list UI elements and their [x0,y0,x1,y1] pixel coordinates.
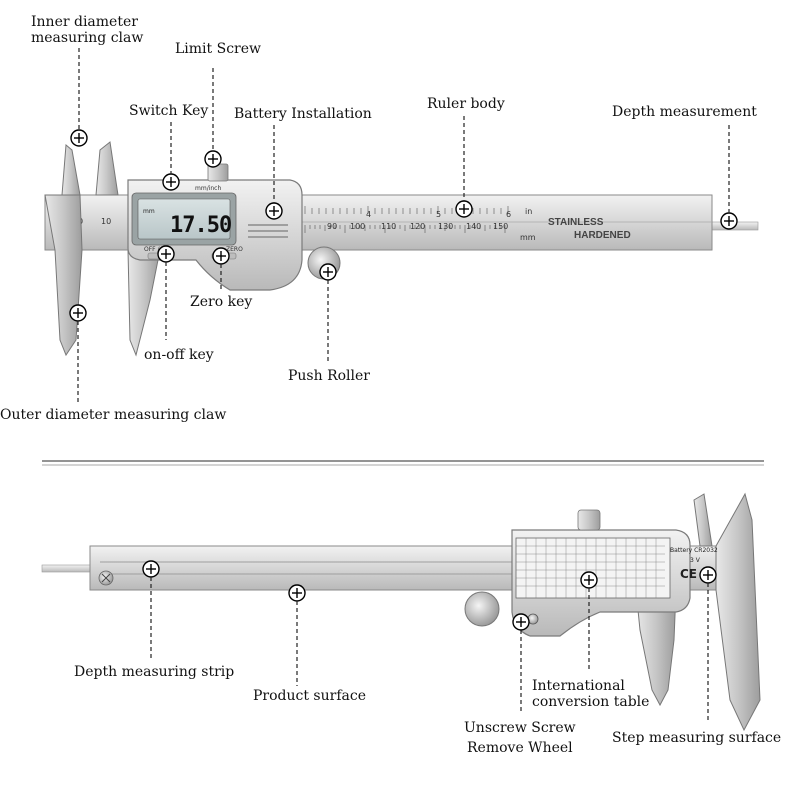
outer-claw-movable [127,249,161,357]
inner-claw-fixed [61,143,81,196]
mm-tick-label: 150 [493,222,508,231]
ce-mark: CE [680,567,697,581]
crosshair-marker [288,584,306,602]
depth-measurement-label: Depth measurement [612,104,757,120]
depth-strip-label: Depth measuring strip [74,664,235,680]
crosshair-marker [70,129,88,147]
thumb-wheel[interactable] [577,509,601,531]
mm-tick-label: 90 [327,222,337,231]
crosshair-marker [455,200,473,218]
conversion-table-label-line2: conversion table [532,694,650,710]
lcd-reading: 17.50 [170,213,231,238]
outer-claw-label: Outer diameter measuring claw [0,407,227,423]
top-caliper: 90 100 110 120 130 140 150 4 5 6 in mm 0… [44,141,759,357]
battery-spec: Battery CR2032 [670,547,718,554]
off-on-label: OFF / ON [144,246,171,253]
mm-tick-label: 10 [101,217,111,226]
step-jaw-movable [693,493,713,547]
in-tick-label: 5 [436,210,441,219]
mm-tick-label: 120 [410,222,425,231]
zero-label: ZERO [226,246,243,253]
unscrew-label-line1: Unscrew Screw [464,720,576,736]
mm-tick-label: 140 [466,222,481,231]
stainless-engraving: STAINLESS [548,217,604,228]
leader-lines-top [77,48,730,402]
push-roller-back[interactable] [464,591,500,627]
hardened-engraving: HARDENED [574,230,631,241]
step-jaw-fixed [715,492,761,732]
section-divider [42,460,764,466]
inner-claw-label: Inner diameter measuring claw [31,14,143,46]
mm-tick-label: 110 [381,222,396,231]
in-tick-label: 4 [366,210,371,219]
on-off-key-label: on-off key [144,347,214,363]
leader-lines-bottom [150,577,709,722]
unscrew-label: Unscrew Screw Remove Wheel [464,720,576,756]
lcd-unit: mm [143,208,155,215]
conversion-table: Battery CR2032 3 V CE [515,537,718,599]
battery-installation-label: Battery Installation [234,106,372,122]
conversion-table-label: International conversion table [532,678,649,710]
limit-screw-label: Limit Screw [175,41,261,57]
mm-tick-label: 130 [438,222,453,231]
crosshair-marker [699,566,717,584]
unscrew-label-line2: Remove Wheel [467,740,573,756]
mm-tick-label: 100 [350,222,365,231]
product-surface-label: Product surface [253,688,366,704]
push-roller-label: Push Roller [288,368,370,384]
crosshair-marker [319,263,337,281]
battery-cover[interactable] [248,224,288,238]
battery-voltage: 3 V [690,557,701,564]
step-surface-label: Step measuring surface [612,730,782,746]
zero-key-label: Zero key [190,294,253,310]
ruler-body-label: Ruler body [427,96,505,112]
crosshair-marker [580,571,598,589]
scale-mm-label: mm [520,233,536,242]
crosshair-marker [162,173,180,191]
mm-scale-ticks [304,225,506,233]
crosshair-marker [142,560,160,578]
in-tick-label: 6 [506,210,511,219]
conversion-table-label-line1: International [532,678,625,694]
outer-claw-fixed [44,194,83,357]
crosshair-marker [720,212,738,230]
bottom-caliper: Battery CR2032 3 V CE [41,492,761,732]
crosshair-marker [265,202,283,220]
unit-toggle-label: mm/inch [195,185,221,192]
crosshair-markers-bottom [142,560,717,631]
crosshair-marker [512,613,530,631]
inner-claw-label-line1: Inner diameter [31,14,138,30]
crosshair-marker [212,247,230,265]
scale-in-label: in [525,207,532,216]
inner-claw-movable [95,141,119,196]
switch-key-label: Switch Key [129,103,209,119]
crosshair-marker [204,150,222,168]
crosshair-marker [69,304,87,322]
lcd-screen [137,198,231,240]
crosshair-marker [157,245,175,263]
inner-claw-label-line2: measuring claw [31,30,144,46]
crosshair-markers-top [69,129,738,322]
